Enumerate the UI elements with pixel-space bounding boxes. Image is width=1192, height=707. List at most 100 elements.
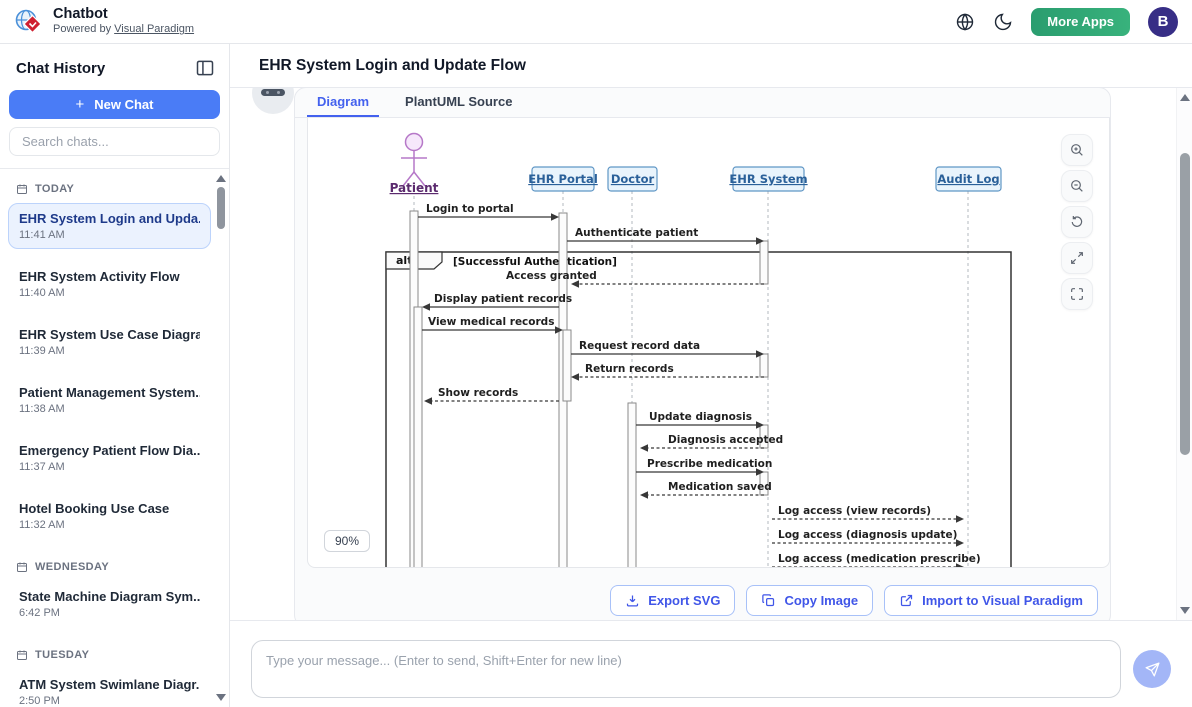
chat-title: Emergency Patient Flow Dia... (19, 443, 200, 458)
chat-title: ATM System Swimlane Diagr... (19, 677, 200, 692)
new-chat-button[interactable]: + New Chat (9, 90, 220, 119)
visual-paradigm-link[interactable]: Visual Paradigm (114, 23, 195, 36)
message-display-patient-records: Display patient records (422, 293, 572, 311)
chat-area: Diagram PlantUML Source alt [Successful A… (230, 88, 1192, 620)
message-access-granted: Access granted (506, 270, 764, 288)
scroll-down-icon[interactable] (1180, 607, 1190, 614)
chat-timestamp: 11:40 AM (19, 287, 65, 299)
zoom-out-icon[interactable] (1061, 170, 1093, 202)
scroll-up-icon[interactable] (1180, 94, 1190, 101)
expand-icon[interactable] (1061, 242, 1093, 274)
moon-icon[interactable] (993, 12, 1013, 32)
message-diagnosis-accepted: Diagnosis accepted (640, 434, 783, 452)
zoom-in-icon[interactable] (1061, 134, 1093, 166)
tab-diagram[interactable]: Diagram (307, 88, 380, 117)
alt-frame (385, 251, 1012, 567)
participant-box (531, 166, 595, 192)
message-label: Access granted (506, 270, 597, 282)
activation-bar (562, 329, 572, 402)
search-input[interactable] (9, 127, 220, 156)
chat-history-title: Chat History (16, 59, 106, 77)
message-prescribe-medication: Prescribe medication (636, 458, 772, 476)
message-label: Show records (438, 387, 518, 399)
participant-label: Audit Log (937, 172, 999, 186)
paper-plane-icon (1144, 661, 1160, 677)
chat-history-item[interactable]: ATM System Swimlane Diagr... 2:50 PM (8, 669, 211, 707)
section-label: TUESDAY (35, 649, 90, 661)
chat-timestamp: 11:41 AM (19, 229, 65, 241)
message-label: Log access (medication prescribe) (778, 553, 981, 565)
message-medication-saved: Medication saved (640, 481, 772, 499)
copy-image-button[interactable]: Copy Image (746, 585, 874, 616)
message-label: Diagnosis accepted (668, 434, 783, 446)
message-label: Return records (585, 363, 674, 375)
divider (0, 168, 229, 169)
message-update-diagnosis: Update diagnosis (636, 411, 764, 429)
send-button[interactable] (1133, 650, 1171, 688)
message-authenticate-patient: Authenticate patient (567, 227, 764, 245)
message-login-to-portal: Login to portal (418, 203, 559, 221)
chat-history-item[interactable]: Emergency Patient Flow Dia... 11:37 AM (8, 435, 211, 481)
chat-timestamp: 11:32 AM (19, 519, 65, 531)
message-return-records: Return records (571, 363, 764, 381)
message-log-access-medication-prescribe-: Log access (medication prescribe) (772, 553, 981, 567)
chat-timestamp: 6:42 PM (19, 607, 60, 619)
globe-icon[interactable] (955, 12, 975, 32)
app-header: Chatbot Powered by Visual Paradigm More … (0, 0, 1192, 44)
message-log-access-diagnosis-update-: Log access (diagnosis update) (772, 529, 964, 547)
chat-title: Patient Management System... (19, 385, 200, 400)
main-panel: EHR System Login and Update Flow Diagram… (230, 44, 1192, 707)
tab-bar: Diagram PlantUML Source (295, 88, 1110, 118)
collapse-sidebar-icon[interactable] (195, 58, 215, 78)
chat-history-item[interactable]: Patient Management System... 11:38 AM (8, 377, 211, 423)
activation-bar (759, 240, 769, 285)
participant-box (935, 166, 1002, 192)
chat-timestamp: 11:38 AM (19, 403, 65, 415)
user-avatar[interactable]: B (1148, 6, 1178, 37)
chat-history-item[interactable]: State Machine Diagram Sym...6:42 PM (8, 581, 211, 627)
activation-bar (759, 353, 769, 378)
scrollbar-thumb[interactable] (1180, 153, 1190, 455)
participant-box (732, 166, 805, 192)
page-title: EHR System Login and Update Flow (259, 56, 526, 74)
participant-label: EHR Portal (528, 172, 598, 186)
diagram-viewer[interactable]: alt [Successful Authentication] Patient EHR… (307, 118, 1110, 568)
export-svg-button[interactable]: Export SVG (610, 585, 736, 616)
reset-view-icon[interactable] (1061, 206, 1093, 238)
message-label: Authenticate patient (575, 227, 698, 239)
scrollbar-thumb[interactable] (217, 187, 225, 229)
alt-label: alt (396, 254, 412, 267)
scroll-up-icon[interactable] (216, 175, 226, 182)
message-input[interactable] (251, 640, 1121, 698)
calendar-icon (17, 562, 27, 572)
composer (230, 620, 1192, 707)
actor-label: Patient (390, 181, 439, 195)
calendar-icon (17, 184, 27, 194)
alt-condition: [Successful Authentication] (453, 256, 617, 268)
chat-timestamp: 11:39 AM (19, 345, 65, 357)
chat-timestamp: 11:37 AM (19, 461, 65, 473)
import-to-visual-paradigm-button[interactable]: Import to Visual Paradigm (884, 585, 1098, 616)
fullscreen-icon[interactable] (1061, 278, 1093, 310)
chat-timestamp: 2:50 PM (19, 695, 60, 707)
message-view-medical-records: View medical records (422, 316, 563, 334)
download-icon (627, 595, 639, 607)
participant-label: Doctor (611, 172, 655, 186)
message-label: Medication saved (668, 481, 772, 493)
sidebar-scrollbar (215, 169, 227, 707)
scroll-down-icon[interactable] (216, 694, 226, 701)
visual-paradigm-logo-icon (15, 9, 42, 33)
more-apps-button[interactable]: More Apps (1031, 7, 1130, 36)
section-header: TODAY (8, 173, 211, 201)
actor-patient (401, 132, 427, 187)
tab-plantuml-source[interactable]: PlantUML Source (405, 94, 513, 109)
chat-history-item[interactable]: EHR System Login and Upda...11:41 AM (8, 203, 211, 249)
message-label: Login to portal (426, 203, 514, 215)
message-request-record-data: Request record data (571, 340, 764, 358)
section-label: WEDNESDAY (35, 561, 110, 573)
